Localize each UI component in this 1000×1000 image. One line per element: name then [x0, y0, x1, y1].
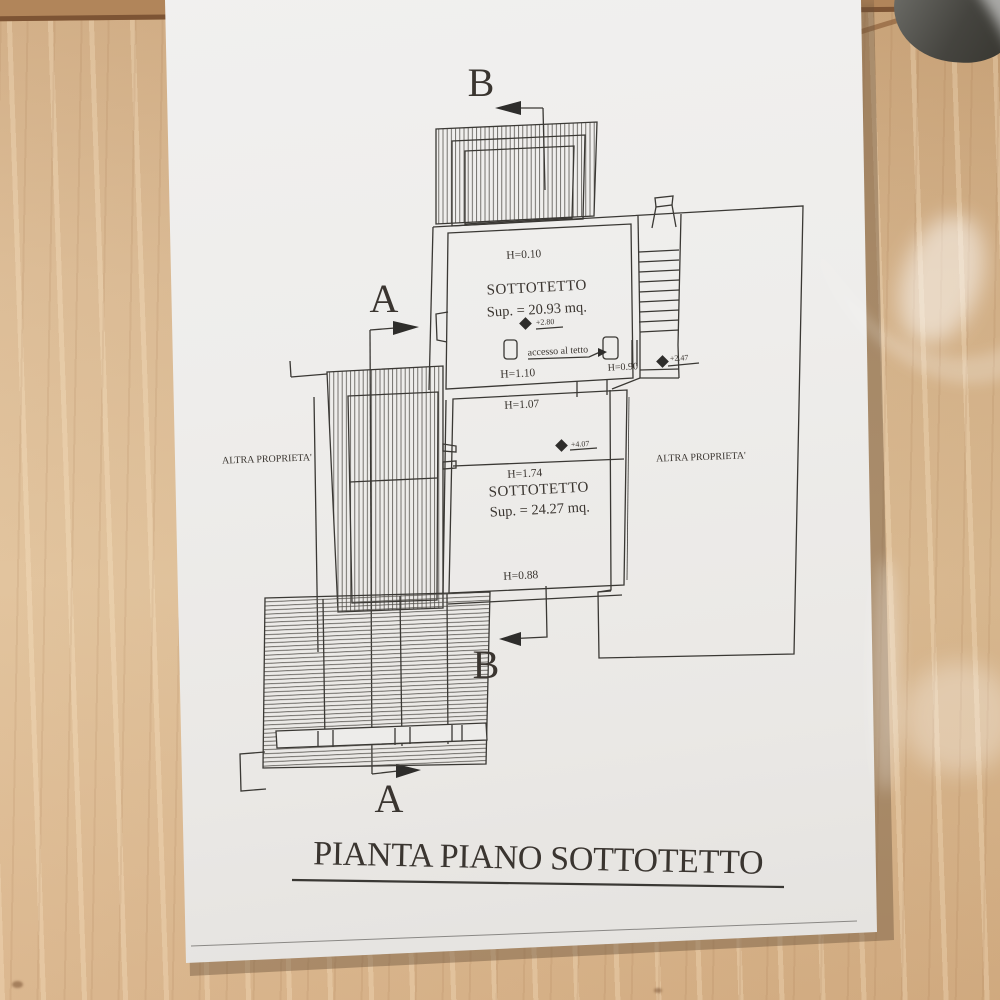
room-upper-height-top: H=0.10 — [506, 248, 542, 262]
room-lower-area: Sup. = 24.27 mq. — [489, 499, 590, 520]
room-lower-height-top: H=1.07 — [504, 398, 540, 412]
elevation-underline — [667, 362, 700, 367]
elevation-underline — [569, 447, 598, 451]
roof-access-hatch — [602, 336, 619, 360]
room-upper-name: SOTTOTETTO — [486, 277, 587, 298]
room-upper-height-bottom: H=1.10 — [500, 367, 536, 381]
drawing-title: PIANTA PIANO SOTTOTETTO — [313, 835, 764, 881]
title-underline — [291, 878, 785, 889]
wood-knot — [654, 988, 662, 993]
wood-knot — [12, 981, 23, 988]
page-bottom-line — [190, 920, 858, 947]
landing-elevation-label: +2.47 — [670, 353, 689, 363]
room-lower-height-bottom: H=0.88 — [503, 569, 539, 583]
roof-bottom-hatch — [239, 591, 491, 792]
section-letter-a-top: A — [370, 276, 399, 321]
elevation-underline — [535, 326, 564, 330]
room-upper-elevation: +2.80 — [536, 317, 555, 327]
section-letter-a-bottom: A — [375, 776, 404, 821]
room-upper-area: Sup. = 20.93 mq. — [486, 299, 587, 320]
room-upper-walls — [435, 223, 634, 390]
room-lower-height-mid: H=1.74 — [507, 467, 543, 481]
section-letter-b-bottom: B — [473, 642, 500, 687]
staircase — [611, 195, 682, 390]
section-line-b-bottom — [499, 585, 548, 646]
roof-terrace-top-hatch — [435, 121, 598, 227]
room-lower-elevation: +4.07 — [571, 439, 590, 449]
section-line-b-top — [495, 101, 546, 191]
elevation-symbols — [519, 317, 669, 452]
roof-access-label: accesso al tetto — [527, 344, 588, 358]
inter-room-wall — [576, 379, 608, 397]
room-lower-name: SOTTOTETTO — [488, 479, 589, 500]
section-letter-b-top: B — [468, 60, 495, 105]
neighbor-label-left: ALTRA PROPRIETA' — [222, 452, 312, 466]
door-height-label: H=0.90 — [607, 361, 638, 374]
building-outline — [428, 205, 804, 659]
neighbor-label-right: ALTRA PROPRIETA' — [656, 450, 746, 464]
